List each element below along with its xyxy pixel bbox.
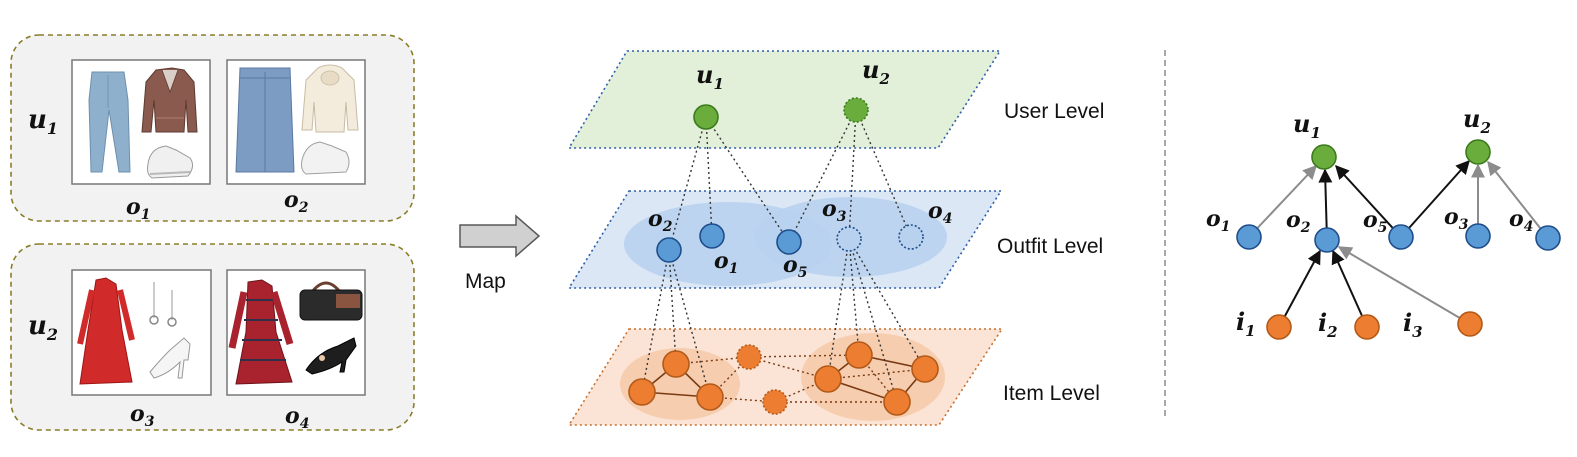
tree-outfit-node-o4 bbox=[1535, 225, 1561, 251]
tree-item-node-i2 bbox=[1354, 314, 1380, 340]
user-node-u1 bbox=[693, 104, 719, 130]
item-node bbox=[814, 365, 842, 393]
earrings-icon bbox=[149, 282, 177, 327]
pumps-icon bbox=[305, 337, 357, 375]
tree-outfit-node-o1 bbox=[1236, 224, 1262, 250]
tree-o3-label: o3 bbox=[1444, 204, 1469, 233]
item-level-label: Item Level bbox=[1003, 382, 1100, 405]
tree-i2-label: i2 bbox=[1318, 308, 1338, 341]
outfit-o3-image bbox=[71, 269, 212, 396]
denim-skirt-icon bbox=[235, 67, 295, 173]
sneakers-icon bbox=[147, 145, 194, 179]
sweater-icon bbox=[141, 67, 198, 133]
tree-user-node-u1 bbox=[1311, 144, 1337, 170]
mid-o1-label: o1 bbox=[714, 248, 738, 277]
outfit-node-o2 bbox=[656, 237, 682, 263]
red-dress-icon bbox=[77, 277, 135, 385]
edge-i2-o2 bbox=[1331, 249, 1368, 328]
tree-item-node-i3 bbox=[1457, 311, 1483, 337]
tree-outfit-node-o3 bbox=[1465, 223, 1491, 249]
tree-u2-label: u2 bbox=[1463, 104, 1491, 137]
mid-o5-label: o5 bbox=[783, 252, 807, 281]
outfit-node-o4 bbox=[898, 224, 924, 250]
outfit-o1-image bbox=[71, 59, 211, 185]
edge-i1-o2 bbox=[1278, 249, 1321, 328]
tree-o4-label: o4 bbox=[1509, 206, 1533, 235]
tree-o5-label: o5 bbox=[1363, 207, 1387, 236]
outfit-item-edges bbox=[641, 238, 926, 403]
mid-o3-label: o3 bbox=[822, 196, 847, 225]
hoodie-icon bbox=[301, 64, 359, 133]
tree-i3-label: i3 bbox=[1403, 308, 1423, 341]
item-node bbox=[696, 383, 724, 411]
plaid-dress-icon bbox=[228, 279, 294, 385]
edge-o5-u2 bbox=[1400, 159, 1470, 238]
tree-outfit-node-o5 bbox=[1388, 224, 1414, 250]
tree-user-node-u2 bbox=[1465, 139, 1491, 165]
mid-u2-label: u2 bbox=[862, 55, 890, 88]
tree-o1-label: o1 bbox=[1206, 206, 1230, 235]
item-nodes bbox=[628, 341, 939, 416]
tree-o2-label: o2 bbox=[1286, 207, 1311, 236]
edge-o1-u1 bbox=[1248, 164, 1317, 238]
white-sneakers-icon bbox=[301, 141, 350, 175]
outfit-o4-image bbox=[226, 269, 366, 396]
panel-o4-label: o4 bbox=[285, 403, 309, 432]
edge-o5-u1 bbox=[1335, 164, 1402, 238]
tree-i1-label: i1 bbox=[1236, 307, 1256, 340]
heels-icon bbox=[149, 337, 191, 379]
user1-panel: u1 o1 bbox=[10, 34, 415, 223]
item-nodes-dashed bbox=[736, 344, 788, 415]
outfit-level-label: Outfit Level bbox=[997, 235, 1103, 258]
tree-u1-label: u1 bbox=[1293, 109, 1321, 142]
user2-panel: u2 o3 bbox=[10, 243, 415, 432]
item-node bbox=[628, 378, 656, 406]
panel-u2-label: u2 bbox=[28, 311, 58, 344]
outfit-node-o1 bbox=[699, 223, 725, 249]
outfit-o2-image bbox=[226, 59, 366, 185]
tree-diagram: u1 u2 o1 o2 o5 o3 o4 i1 i2 i3 bbox=[1206, 104, 1561, 341]
jeans-icon bbox=[88, 71, 131, 173]
item-node bbox=[662, 350, 690, 378]
outfit-node-o3 bbox=[836, 226, 862, 252]
panel-u1-label: u1 bbox=[28, 105, 58, 138]
panel-o3-label: o3 bbox=[130, 401, 155, 430]
edge-i3-o2 bbox=[1337, 246, 1471, 325]
user-level-label: User Level bbox=[1004, 100, 1104, 123]
mid-o2-label: o2 bbox=[648, 206, 673, 235]
handbag-icon bbox=[299, 281, 363, 321]
item-node bbox=[911, 355, 939, 383]
item-node bbox=[845, 341, 873, 369]
user-level-plane bbox=[567, 50, 1002, 149]
outfit-node-o5 bbox=[776, 229, 802, 255]
tree-item-node-i1 bbox=[1266, 314, 1292, 340]
edge-o4-u2 bbox=[1487, 160, 1549, 239]
hierarchy-diagram: u1 u2 o2 o1 o5 o3 o4 User Level Outfit L… bbox=[567, 50, 1104, 426]
user-outfit-edges bbox=[668, 109, 912, 251]
map-arrow: Map bbox=[459, 214, 541, 293]
mid-u1-label: u1 bbox=[696, 60, 724, 93]
mid-o4-label: o4 bbox=[928, 198, 952, 227]
map-label: Map bbox=[465, 270, 506, 293]
user-node-u2 bbox=[843, 97, 869, 123]
item-node bbox=[736, 344, 762, 370]
panel-o1-label: o1 bbox=[126, 194, 150, 223]
item-node bbox=[883, 388, 911, 416]
panel-o2-label: o2 bbox=[284, 187, 309, 216]
item-node bbox=[762, 389, 788, 415]
tree-outfit-node-o2 bbox=[1314, 227, 1340, 253]
outfit-nodes bbox=[656, 223, 924, 263]
